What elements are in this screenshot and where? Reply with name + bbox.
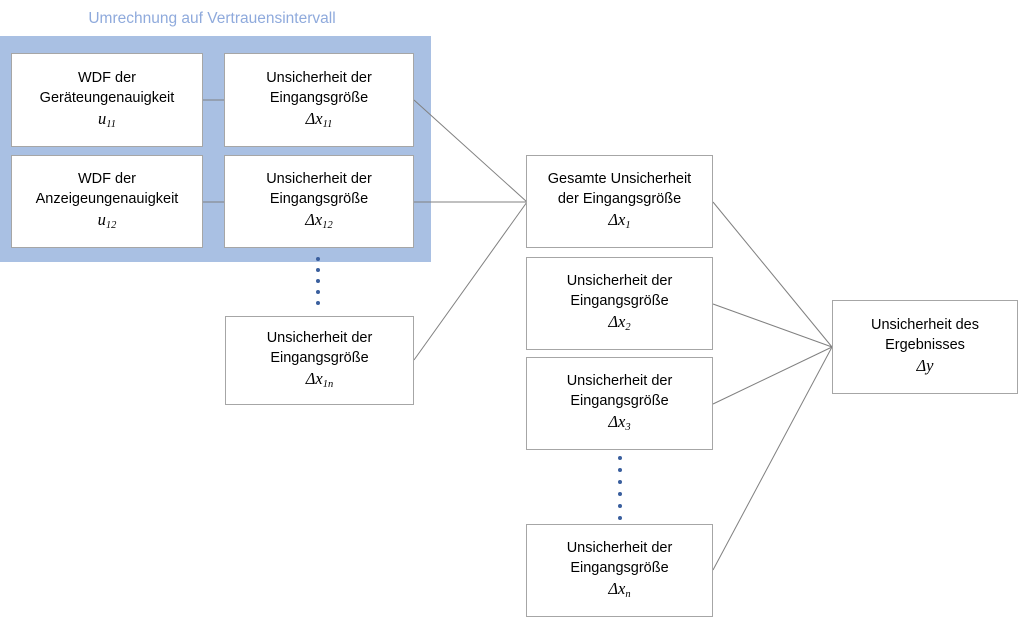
symbol-base: Δy	[916, 355, 934, 375]
ellipsis-dot	[316, 257, 320, 261]
node-unsicherheit-xn[interactable]: Unsicherheit der Eingangsgröße Δxn	[526, 524, 713, 617]
node-line-1: Unsicherheit der	[566, 273, 673, 289]
symbol-base: Δx	[608, 312, 626, 331]
node-wdf-geraeteungenauigkeit[interactable]: WDF der Geräteungenauigkeit u11	[11, 53, 203, 147]
node-line-1: Unsicherheit der	[566, 540, 673, 556]
symbol-base: Δx	[305, 108, 323, 128]
symbol-subscript: 2	[625, 322, 631, 333]
ellipsis-dot	[316, 268, 320, 272]
ellipsis-dot	[618, 504, 622, 508]
symbol-base: u	[97, 210, 106, 229]
node-line-1: Unsicherheit der	[566, 373, 673, 389]
node-line-2: Eingangsgröße	[570, 560, 669, 576]
ellipsis-left-column	[316, 257, 320, 305]
node-line-2: Ergebnisses	[885, 336, 965, 353]
node-symbol: Δx1	[608, 209, 630, 234]
symbol-base: Δx	[305, 210, 323, 229]
symbol-subscript: 12	[322, 220, 333, 231]
symbol-base: Δx	[608, 579, 626, 598]
node-line-2: Eingangsgröße	[270, 350, 369, 366]
symbol-base: Δx	[305, 369, 323, 388]
node-line-2: Eingangsgröße	[570, 293, 669, 309]
node-unsicherheit-x11[interactable]: Unsicherheit der Eingangsgröße Δx11	[224, 53, 414, 147]
symbol-base: Δx	[608, 412, 626, 431]
node-line-1: WDF der	[78, 69, 136, 86]
node-symbol: Δxn	[608, 578, 630, 603]
ellipsis-dot	[316, 290, 320, 294]
node-symbol: Δx2	[608, 311, 630, 336]
node-unsicherheit-x2[interactable]: Unsicherheit der Eingangsgröße Δx2	[526, 257, 713, 350]
symbol-subscript: 11	[106, 118, 116, 130]
node-unsicherheit-x12[interactable]: Unsicherheit der Eingangsgröße Δx12	[224, 155, 414, 248]
symbol-subscript: 11	[322, 118, 333, 130]
node-symbol: Δx1n	[306, 368, 334, 393]
node-unsicherheit-x1n[interactable]: Unsicherheit der Eingangsgröße Δx1n	[225, 316, 414, 405]
node-line-2: Anzeigeungenauigkeit	[35, 191, 179, 207]
symbol-base: u	[98, 108, 107, 128]
node-symbol: Δx11	[306, 108, 333, 133]
ellipsis-dot	[618, 456, 622, 460]
ellipsis-dot	[316, 279, 320, 283]
node-line-1: Unsicherheit der	[266, 69, 372, 86]
node-symbol: Δx3	[608, 411, 630, 436]
node-line-2: der Eingangsgröße	[557, 191, 682, 207]
ellipsis-dot	[618, 480, 622, 484]
node-line-2: Eingangsgröße	[570, 393, 669, 409]
symbol-subscript: 1n	[322, 379, 334, 390]
node-line-2: Geräteungenauigkeit	[39, 89, 175, 106]
node-symbol: Δx12	[305, 209, 333, 234]
band-title: Umrechnung auf Vertrauensintervall	[88, 10, 336, 27]
node-line-2: Eingangsgröße	[269, 191, 369, 207]
ellipsis-dot	[618, 468, 622, 472]
node-line-1: Unsicherheit der	[266, 330, 373, 346]
node-line-1: Unsicherheit des	[871, 316, 979, 333]
symbol-base: Δx	[608, 210, 626, 229]
node-unsicherheit-des-ergebnisses[interactable]: Unsicherheit des Ergebnisses Δy	[832, 300, 1018, 394]
ellipsis-dot	[618, 516, 622, 520]
node-line-1: Unsicherheit der	[266, 171, 372, 187]
node-symbol: Δy	[916, 355, 933, 380]
ellipsis-dot	[316, 301, 320, 305]
symbol-subscript: 12	[105, 220, 117, 231]
node-symbol: u12	[98, 209, 117, 234]
node-unsicherheit-x3[interactable]: Unsicherheit der Eingangsgröße Δx3	[526, 357, 713, 450]
symbol-subscript: 3	[625, 422, 631, 433]
node-line-1: WDF der	[78, 171, 136, 187]
node-line-2: Eingangsgröße	[269, 89, 369, 106]
ellipsis-middle-column	[618, 456, 622, 520]
symbol-subscript: n	[625, 589, 631, 600]
ellipsis-dot	[618, 492, 622, 496]
symbol-subscript: 1	[625, 220, 631, 231]
node-gesamte-unsicherheit-x1[interactable]: Gesamte Unsicherheit der Eingangsgröße Δ…	[526, 155, 713, 248]
node-symbol: u11	[98, 108, 116, 133]
node-wdf-anzeigeungenauigkeit[interactable]: WDF der Anzeigeungenauigkeit u12	[11, 155, 203, 248]
node-line-1: Gesamte Unsicherheit	[547, 171, 692, 187]
